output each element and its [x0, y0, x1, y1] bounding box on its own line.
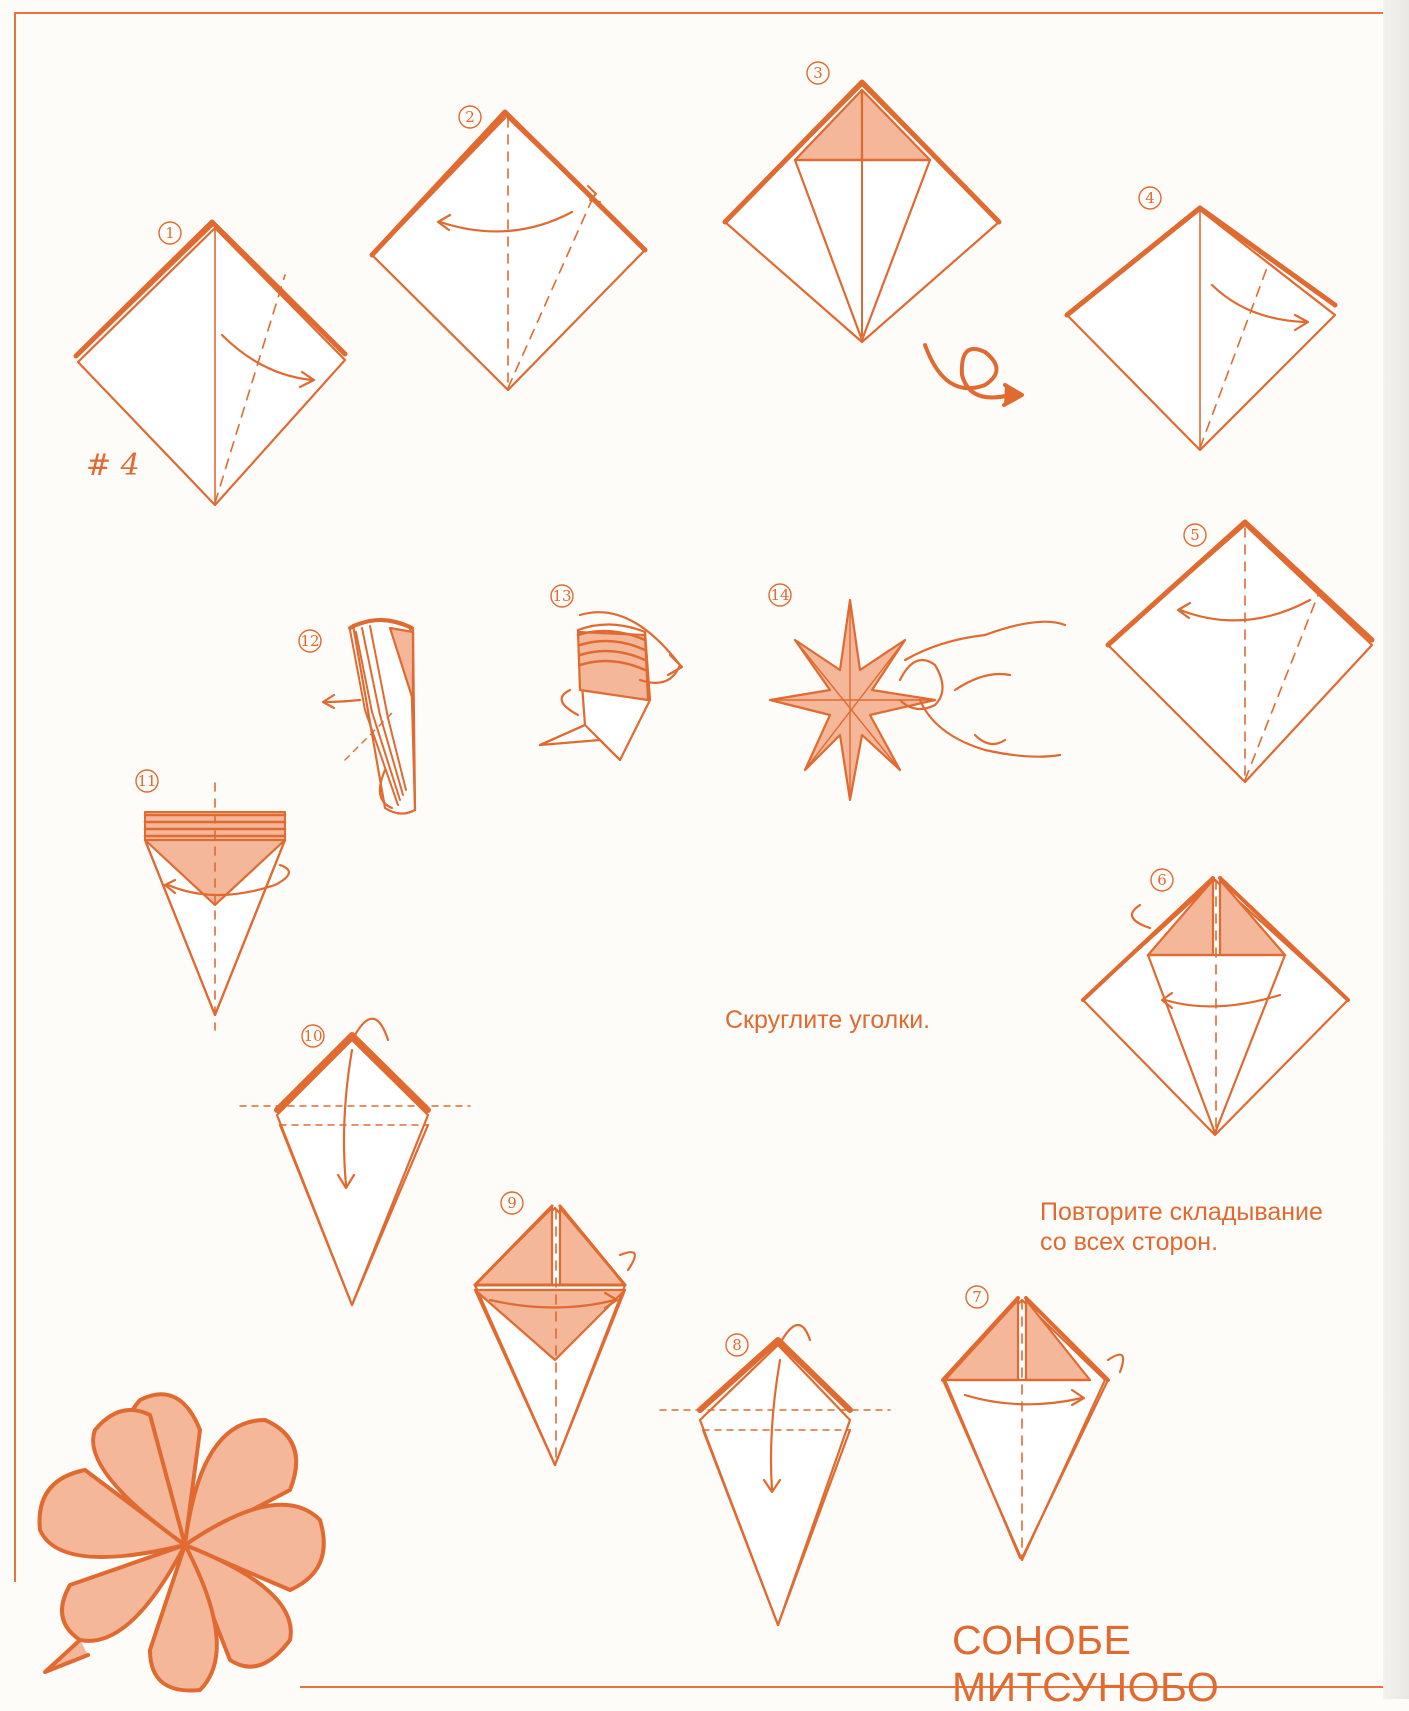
step-3-number-icon: 3	[807, 62, 829, 84]
step-7-number-icon: 7	[966, 1286, 988, 1308]
step-10-number: 10	[303, 1027, 322, 1045]
step-2-number-icon: 2	[459, 106, 481, 128]
step-7-diagram: 7	[943, 1286, 1123, 1560]
step-4-diagram: 4	[1067, 187, 1335, 450]
step-7-number: 7	[972, 1288, 982, 1306]
step-14-diagram: 14	[769, 584, 1065, 800]
step-10-number-icon: 10	[302, 1025, 324, 1047]
step-8-number-icon: 8	[726, 1334, 748, 1356]
hand-icon	[900, 622, 1065, 757]
step-12-number: 12	[300, 632, 319, 650]
step-11-diagram: 11	[136, 770, 289, 1030]
step-2-number: 2	[465, 108, 475, 126]
step-1-number: 1	[165, 224, 175, 242]
step-9-diagram: 9	[475, 1192, 635, 1465]
step-5-number: 5	[1190, 526, 1200, 544]
step-12-diagram: 12	[299, 620, 415, 814]
instruction-round-corners: Скруглите уголки.	[725, 1005, 930, 1035]
step-4-number: 4	[1145, 189, 1155, 207]
step-11-number: 11	[137, 772, 156, 790]
step-10-diagram: 10	[240, 1019, 470, 1305]
step-13-number-icon: 13	[551, 585, 573, 607]
step-2-diagram: 2	[372, 106, 645, 390]
model-number: # 4	[86, 448, 140, 483]
step-12-number-icon: 12	[299, 630, 321, 652]
step-4-number-icon: 4	[1139, 187, 1161, 209]
instruction-repeat-line-2: со всех сторон.	[1040, 1227, 1218, 1257]
step-3-number: 3	[813, 64, 823, 82]
step-13-diagram: 13	[540, 585, 682, 760]
page-title: СОНОБЕ МИТСУНОБО	[952, 1617, 1409, 1711]
step-5-diagram: 5	[1108, 522, 1372, 782]
step-14-number: 14	[770, 586, 789, 604]
step-14-number-icon: 14	[769, 584, 791, 606]
step-11-number-icon: 11	[136, 770, 158, 792]
step-3-diagram: 3	[725, 62, 999, 342]
step-6-diagram: 6	[1083, 869, 1348, 1135]
step-8-diagram: 8	[660, 1325, 890, 1625]
step-5-number-icon: 5	[1184, 524, 1206, 546]
step-1-number-icon: 1	[159, 222, 181, 244]
step-6-number-icon: 6	[1151, 869, 1173, 891]
step-13-number: 13	[552, 587, 571, 605]
instruction-repeat-line-1: Повторите складывание	[1040, 1197, 1323, 1227]
turn-over-icon	[925, 345, 1022, 405]
step-9-number-icon: 9	[501, 1192, 523, 1214]
step-9-number: 9	[507, 1194, 517, 1212]
step-8-number: 8	[732, 1336, 742, 1354]
finished-flower-illustration	[40, 1394, 324, 1690]
step-6-number: 6	[1157, 871, 1167, 889]
